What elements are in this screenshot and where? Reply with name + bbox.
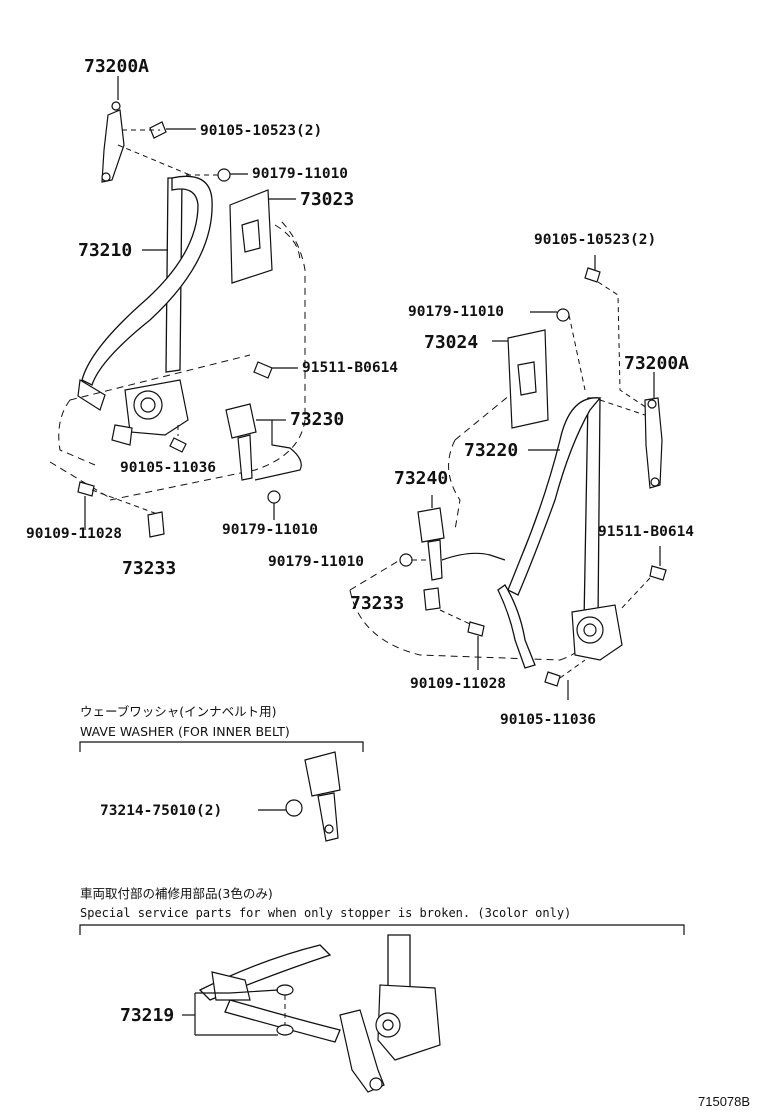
stopper-assembly <box>194 934 441 1093</box>
label-91511-b0614-left: 91511-B0614 <box>302 360 398 376</box>
right-buckle-73240 <box>417 495 506 581</box>
right-cover-73024 <box>492 329 549 429</box>
left-buckle-73230 <box>225 403 302 481</box>
left-nut-90179-11010-lower <box>267 490 281 520</box>
left-cover-73023 <box>229 189 296 284</box>
label-90105-11036-right: 90105-11036 <box>500 712 596 728</box>
caption-special-service-jp: 車両取付部の補修用部品(3色のみ) <box>80 886 273 901</box>
label-90105-10523-right: 90105-10523(2) <box>534 232 656 248</box>
left-bolt-90105-11036 <box>169 425 187 453</box>
label-73220: 73220 <box>464 440 518 461</box>
label-73214-75010: 73214-75010(2) <box>100 803 222 819</box>
label-73024: 73024 <box>424 332 478 353</box>
caption-wave-washer-en: WAVE WASHER (FOR INNER BELT) <box>80 724 290 739</box>
left-bolt-91511-b0614 <box>253 361 298 379</box>
right-nut-90179-11010-lower <box>399 553 428 567</box>
special-service-bracket <box>79 924 685 935</box>
label-90179-11010-right-bottom: 90179-11010 <box>268 554 364 570</box>
left-cover-73233 <box>147 511 165 538</box>
label-73233-left: 73233 <box>122 558 176 579</box>
right-bolt-90109-11028 <box>439 609 485 670</box>
right-cover-73233 <box>423 587 441 611</box>
caption-wave-washer-jp: ウェーブワッシャ(インナベルト用) <box>80 704 277 719</box>
label-73219: 73219 <box>120 1005 174 1026</box>
right-bolt-90105-10523 <box>584 255 651 411</box>
label-90179-11010-left-bottom: 90179-11010 <box>222 522 318 538</box>
label-90109-11028-left: 90109-11028 <box>26 526 122 542</box>
label-73240: 73240 <box>394 468 448 489</box>
label-90105-10523-left: 90105-10523(2) <box>200 123 322 139</box>
label-73023: 73023 <box>300 189 354 210</box>
left-bolt-90105-10523 <box>149 121 196 139</box>
label-90179-11010-left-top: 90179-11010 <box>252 166 348 182</box>
label-73233-right: 73233 <box>350 593 404 614</box>
right-bolt-91511-b0614 <box>619 546 667 611</box>
left-nut-90179-11010 <box>186 168 248 182</box>
wave-washer-bracket <box>79 741 364 752</box>
diagram-code: 715078B <box>698 1094 750 1109</box>
left-anchor-73200a <box>101 101 191 183</box>
label-73230: 73230 <box>290 409 344 430</box>
label-90109-11028-right: 90109-11028 <box>410 676 506 692</box>
right-bolt-90105-11036 <box>544 659 586 700</box>
left-bolt-90109-11028 <box>77 481 161 530</box>
label-90179-11010-right-top: 90179-11010 <box>408 304 504 320</box>
label-73210: 73210 <box>78 240 132 261</box>
label-91511-b0614-right: 91511-B0614 <box>598 524 694 540</box>
right-anchor-73200a <box>599 372 663 489</box>
left-belt-73210 <box>77 175 213 411</box>
right-nut-90179-11010 <box>530 308 586 391</box>
left-retractor <box>111 379 189 446</box>
label-90105-11036-left: 90105-11036 <box>120 460 216 476</box>
right-belt-73220 <box>497 397 602 669</box>
label-73200a-right: 73200A <box>624 353 689 374</box>
wave-washer-buckle <box>258 751 341 842</box>
right-retractor <box>571 604 623 661</box>
label-73200a-left: 73200A <box>84 56 149 77</box>
caption-special-service-en: Special service parts for when only stop… <box>80 906 571 920</box>
